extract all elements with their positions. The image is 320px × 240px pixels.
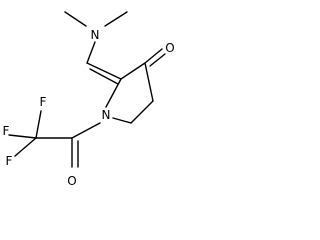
molecule-structure: N N O O F F F [3,11,175,188]
atom-label-f-bottom: F [6,154,13,168]
structure-canvas: N N O O F F F [0,0,180,204]
bond-cf3-f3 [8,134,37,139]
atom-label-n-dimethylamino: N [91,28,100,42]
bond-methyl-left [64,11,87,27]
bond-methine-ring-c2 [86,62,122,80]
bond-ring-c4-c5 [130,100,154,124]
bond-ring-c5-n [112,117,132,124]
bond-cf3-f1 [35,110,42,139]
atom-label-f-left: F [3,124,10,138]
atom-label-o-amide: O [67,174,76,188]
atom-label-n-ring: N [102,108,111,122]
bond-ring-n-carbonyl [71,122,101,139]
bond-ring-c3-c4 [144,62,154,102]
atom-label-o-ketone: O [165,41,174,55]
bond-c3-ketone-o [144,48,163,64]
bond-cf3-f2 [14,137,37,157]
bond-ring-c2-c3 [120,62,146,80]
bond-c3-ketone-o-double [149,53,166,67]
bond-methyl-right [104,11,128,27]
bond-methine-ring-c2-double [89,68,119,85]
bond-n-methine [86,41,96,64]
bond-ring-n-c2 [105,78,122,108]
atom-label-f-top: F [40,95,47,109]
